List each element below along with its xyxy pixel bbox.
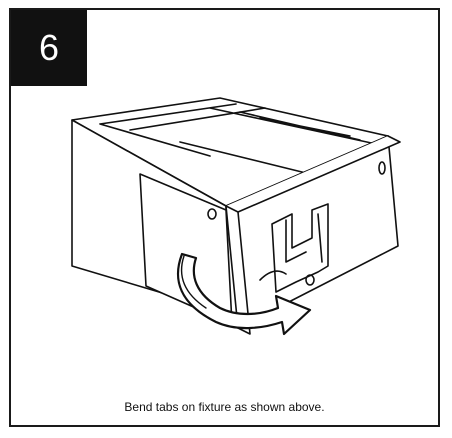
instruction-caption: Bend tabs on fixture as shown above. — [124, 400, 325, 414]
fixture-bend-tab-illustration — [71, 97, 401, 336]
bent-tab-cutout — [271, 203, 329, 293]
end-plate-hole — [378, 161, 386, 175]
end-plate-hole — [207, 208, 217, 220]
bent-tab-inner — [285, 219, 307, 263]
end-plate-edge — [225, 135, 401, 213]
step-number-badge: 6 — [11, 10, 87, 86]
fixture-channel-lines — [99, 103, 377, 175]
bend-arrow — [177, 252, 312, 336]
